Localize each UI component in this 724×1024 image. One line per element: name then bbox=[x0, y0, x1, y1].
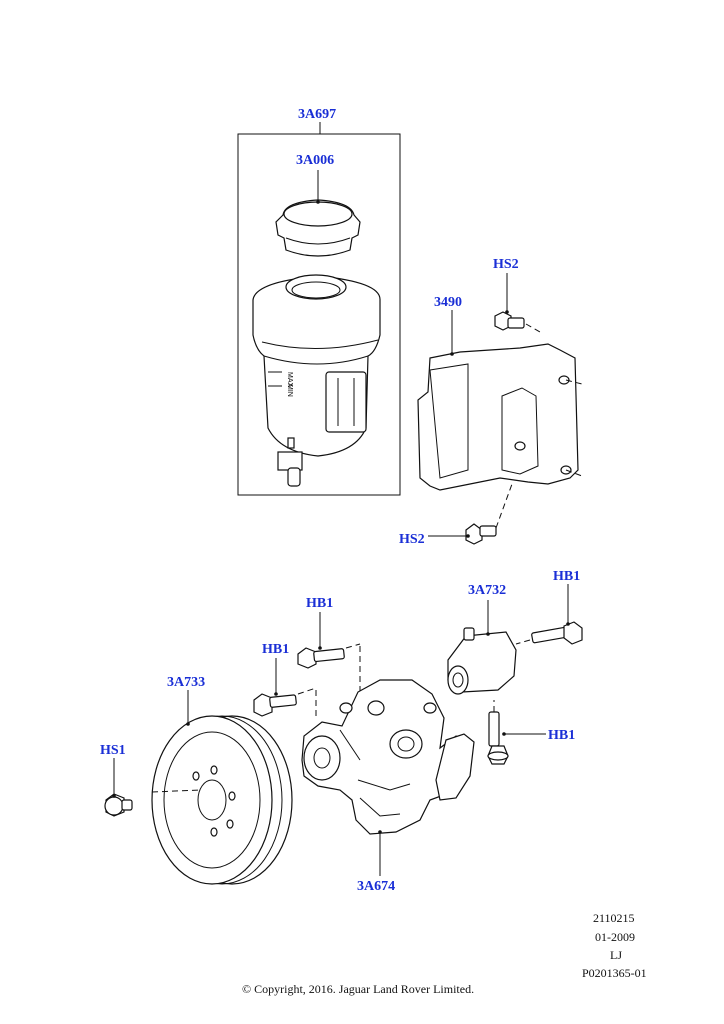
reservoir-tank: MAX MIN bbox=[252, 274, 381, 487]
callout-3A733[interactable]: 3A733 bbox=[167, 675, 205, 690]
diagram-ref: P0201365-01 bbox=[582, 966, 647, 980]
callout-3A674[interactable]: 3A674 bbox=[357, 879, 395, 894]
pump-pulley bbox=[151, 715, 293, 885]
cooler-bolt-right bbox=[515, 621, 583, 645]
pulley-screw bbox=[104, 793, 133, 817]
callout-3A732[interactable]: 3A732 bbox=[468, 583, 506, 598]
callout-3490[interactable]: 3490 bbox=[434, 295, 462, 310]
reservoir-group-frame bbox=[237, 133, 401, 496]
bracket-screw-top bbox=[494, 311, 541, 333]
copyright: © Copyright, 2016. Jaguar Land Rover Lim… bbox=[242, 982, 474, 996]
max-mark: MAX bbox=[286, 372, 293, 388]
callout-HS2-top[interactable]: HS2 bbox=[493, 257, 519, 272]
callout-HS2-bottom[interactable]: HS2 bbox=[399, 532, 425, 547]
bracket-screw-bottom bbox=[465, 483, 513, 545]
diagram-code: 2110215 bbox=[593, 911, 635, 925]
diagram-date: 01-2009 bbox=[595, 930, 635, 944]
cooler-housing bbox=[447, 627, 517, 695]
callout-HB1-upper[interactable]: HB1 bbox=[306, 596, 333, 611]
callout-3A697[interactable]: 3A697 bbox=[298, 107, 336, 122]
power-steering-pump bbox=[301, 679, 475, 835]
reservoir-cap bbox=[275, 199, 361, 257]
callout-HB1-mid[interactable]: HB1 bbox=[262, 642, 289, 657]
callout-HS1[interactable]: HS1 bbox=[100, 743, 126, 758]
reservoir-bracket bbox=[417, 343, 583, 491]
callout-HB1-lower-right[interactable]: HB1 bbox=[548, 728, 575, 743]
cooler-bolt-lower bbox=[487, 700, 509, 765]
min-mark: MIN bbox=[286, 384, 293, 397]
callout-HB1-right[interactable]: HB1 bbox=[553, 569, 580, 584]
callout-3A006[interactable]: 3A006 bbox=[296, 153, 334, 168]
pump-bolt-upper bbox=[297, 643, 361, 700]
pump-bolt-lower bbox=[253, 687, 317, 718]
diagram-initials: LJ bbox=[610, 948, 622, 962]
